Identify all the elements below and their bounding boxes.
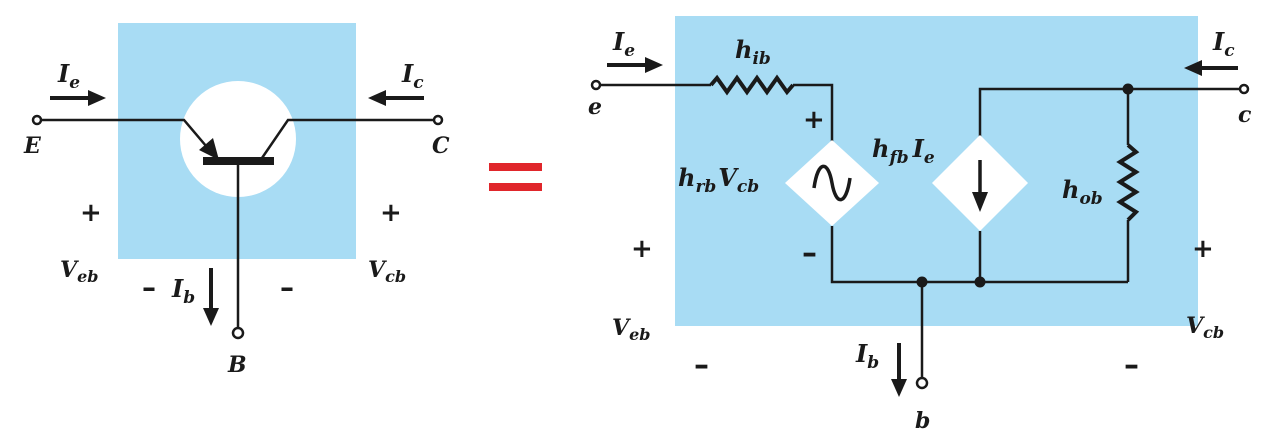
label-Vcb-left: Vcb [368,257,406,286]
arrow-Ie-right [607,57,663,73]
hib-to-source-wire [793,83,834,145]
emitter-arrow [199,138,219,160]
base-bar [203,157,274,165]
collector-lead [260,118,434,159]
minus-Veb-right: – [694,348,709,383]
label-Ib-right: Ib [855,339,879,373]
right-panel [675,16,1198,326]
label-hrbVcb: hrbVcb [678,163,759,197]
label-Ib-left: Ib [171,274,195,308]
label-hib: hib [735,35,771,69]
arrow-Ib-left [203,268,219,326]
label-Veb-left: Veb [60,257,98,286]
label-C: C [432,133,450,159]
sine-symbol [812,164,852,202]
plus-source: + [803,105,825,135]
junction-bottom-source [974,276,986,288]
label-Vcb-right: Vcb [1186,313,1224,342]
terminal-E [31,114,43,126]
terminal-C [432,114,444,126]
label-Ie-right: Ie [612,27,635,61]
label-b: b [915,408,930,434]
arrow-Ic-right [1184,60,1238,76]
terminal-B [231,326,245,340]
terminal-e [590,79,602,91]
junction-top [1122,83,1134,95]
terminal-b [915,376,929,390]
label-Ic-left: Ic [401,59,424,93]
arrow-Ic-left [368,90,424,106]
label-Ic-right: Ic [1212,27,1235,61]
plus-Vcb-left: + [380,198,402,228]
minus-Vcb-left: – [280,271,294,304]
label-hob: hob [1062,175,1103,209]
transistor-circle [180,81,296,197]
current-source-arrow-head [972,192,988,212]
equals-sign [489,163,542,191]
label-Veb-right: Veb [612,315,650,344]
label-e: e [588,94,602,120]
label-Ie-left: Ie [57,59,80,93]
arrow-Ib-right [891,343,907,397]
plus-Veb-left: + [80,198,102,228]
label-c: c [1238,102,1252,128]
junction-bottom-base [916,276,928,288]
plus-Veb-right: + [631,234,653,264]
minus-Veb-left: – [142,271,156,304]
resistor-hib [709,74,795,96]
label-B: B [227,352,247,378]
plus-Vcb-right: + [1192,234,1214,264]
minus-source: – [802,236,817,271]
bottom-rail [830,226,1128,284]
arrow-Ie-left [50,90,106,106]
label-E: E [23,133,42,159]
resistor-hob [1116,143,1140,222]
top-output-wire [978,87,1240,140]
minus-Vcb-right: – [1124,348,1139,383]
emitter-lead [41,118,213,154]
terminal-c [1238,83,1250,95]
